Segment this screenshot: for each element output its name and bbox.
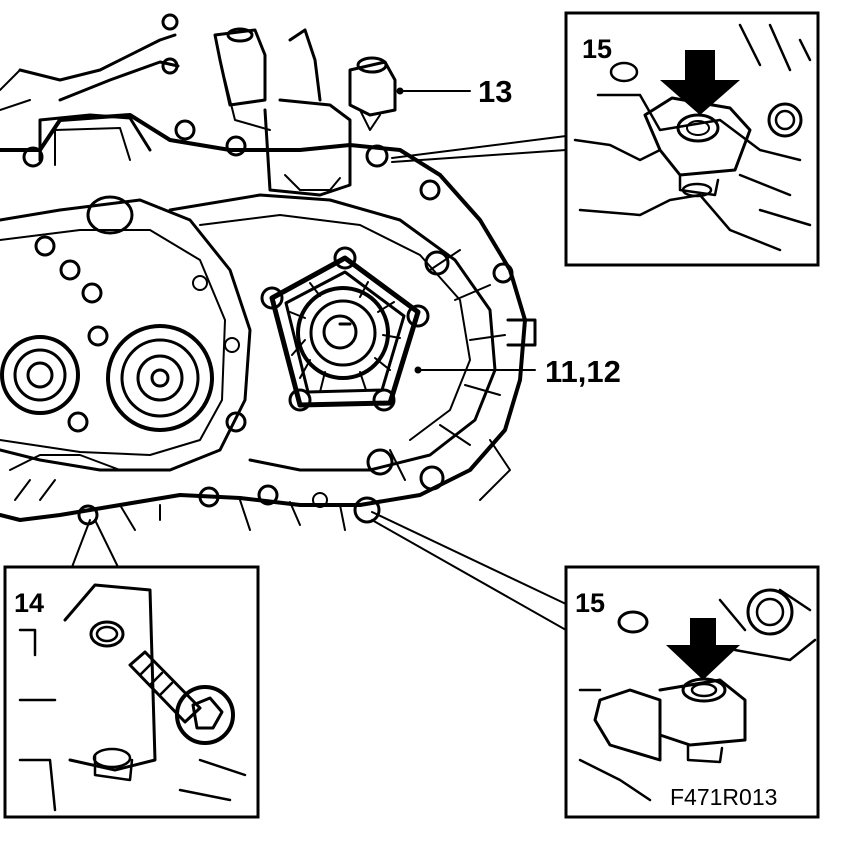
callout-13: 13 [478,74,512,109]
pointer-arrow-icon [660,50,740,115]
callout-11-12: 11,12 [545,354,621,389]
inset-bottom-left [3,565,260,819]
pointer-arrow-icon [666,618,740,680]
inset-bottom-right [564,565,820,819]
callout-15-bottom: 15 [575,588,605,618]
bolt-icon [128,650,202,724]
callout-14: 14 [14,588,44,618]
gearbox-illustration [0,13,537,531]
callout-15-top: 15 [582,34,612,64]
inset-top-right [564,11,820,267]
leader-lines [71,87,567,631]
figure-code: F471R013 [670,784,777,810]
